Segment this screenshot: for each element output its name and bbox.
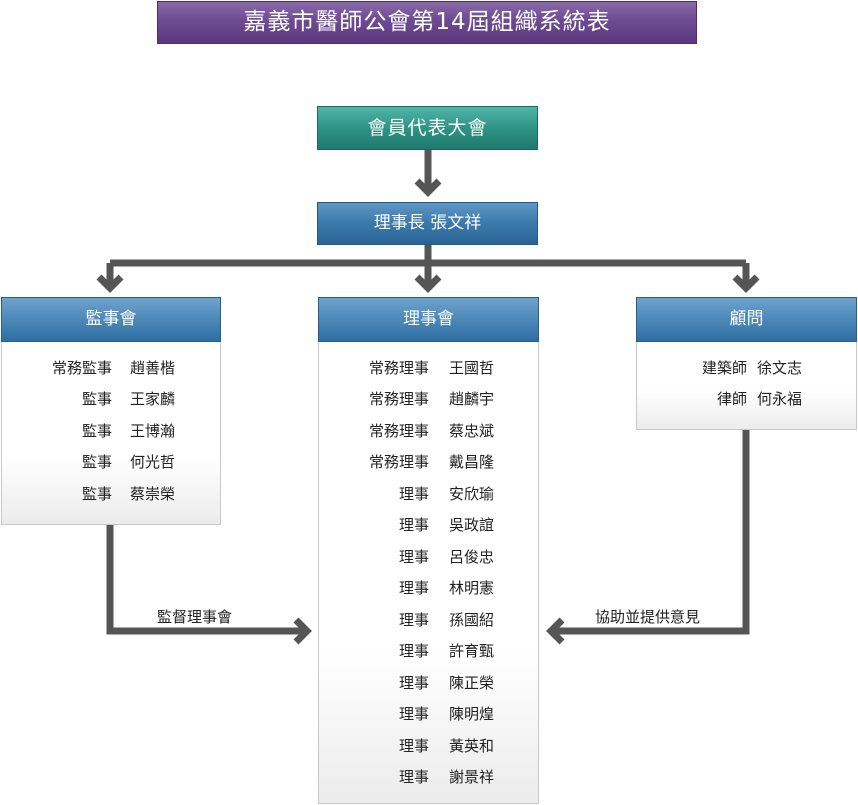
member-role: 理事 xyxy=(398,705,429,723)
member-name: 呂俊忠 xyxy=(449,548,495,566)
list-item: 理事 陳正榮 xyxy=(319,673,538,693)
member-role: 律師 xyxy=(716,390,747,408)
arrowhead-assembly-to-chairman xyxy=(414,178,442,197)
member-name: 陳正榮 xyxy=(449,674,495,692)
member-role: 理事 xyxy=(398,674,429,692)
list-item: 監事 蔡崇榮 xyxy=(2,484,220,504)
member-role: 常務理事 xyxy=(368,453,429,471)
member-name: 安欣瑜 xyxy=(449,485,495,503)
list-item: 常務理事 趙麟宇 xyxy=(319,389,538,409)
list-item: 監事 王家麟 xyxy=(2,389,220,409)
member-name: 林明憲 xyxy=(449,579,495,597)
member-name: 黃英和 xyxy=(449,737,495,755)
supervisors-panel: 監事會 常務監事 趙善楷 監事 王家麟 監事 王博瀚 監事 何光哲 監事 蔡崇榮 xyxy=(1,297,221,525)
arrowhead-assist xyxy=(546,617,565,645)
list-item: 建築師 徐文志 xyxy=(637,358,856,378)
chart-title: 嘉義市醫師公會第14屆組織系統表 xyxy=(157,1,697,44)
member-name: 趙善楷 xyxy=(130,359,176,377)
member-role: 監事 xyxy=(81,422,112,440)
list-item: 常務理事 王國哲 xyxy=(319,358,538,378)
list-item: 監事 王博瀚 xyxy=(2,421,220,441)
chairman-box: 理事長 張文祥 xyxy=(317,202,538,245)
member-role: 建築師 xyxy=(701,359,747,377)
arrowhead-to-advisors xyxy=(732,274,760,293)
list-item: 常務監事 趙善楷 xyxy=(2,358,220,378)
member-name: 孫國紹 xyxy=(449,611,495,629)
list-item: 理事 陳明煌 xyxy=(319,704,538,724)
member-name: 王國哲 xyxy=(449,359,495,377)
member-name: 蔡忠斌 xyxy=(449,422,495,440)
member-role: 監事 xyxy=(81,453,112,471)
member-name: 陳明煌 xyxy=(449,705,495,723)
member-name: 吳政誼 xyxy=(449,516,495,534)
list-item: 監事 何光哲 xyxy=(2,452,220,472)
member-name: 何永福 xyxy=(757,390,803,408)
list-item: 理事 許育甄 xyxy=(319,641,538,661)
arrowhead-chairman-to-directors xyxy=(414,274,442,293)
member-role: 監事 xyxy=(81,485,112,503)
member-role: 理事 xyxy=(398,642,429,660)
member-name: 許育甄 xyxy=(449,642,495,660)
list-item: 理事 吳政誼 xyxy=(319,515,538,535)
arrowhead-supervise xyxy=(293,617,312,645)
member-role: 常務理事 xyxy=(368,390,429,408)
member-name: 王博瀚 xyxy=(130,422,176,440)
member-name: 趙麟宇 xyxy=(449,390,495,408)
member-role: 理事 xyxy=(398,611,429,629)
arrowhead-to-supervisors xyxy=(96,274,124,293)
arrow-assist xyxy=(552,430,750,635)
member-role: 理事 xyxy=(398,516,429,534)
list-item: 理事 安欣瑜 xyxy=(319,484,538,504)
member-role: 理事 xyxy=(398,548,429,566)
member-name: 戴昌隆 xyxy=(449,453,495,471)
member-role: 理事 xyxy=(398,737,429,755)
arrow-supervise xyxy=(106,525,306,635)
list-item: 理事 孫國紹 xyxy=(319,610,538,630)
member-name: 何光哲 xyxy=(130,453,176,471)
member-role: 常務理事 xyxy=(368,422,429,440)
member-role: 理事 xyxy=(398,579,429,597)
member-role: 理事 xyxy=(398,485,429,503)
member-role: 監事 xyxy=(81,390,112,408)
advisors-header: 顧問 xyxy=(636,297,857,342)
list-item: 律師 何永福 xyxy=(637,389,856,409)
directors-header: 理事會 xyxy=(318,297,539,342)
assembly-box: 會員代表大會 xyxy=(317,106,538,150)
assist-label: 協助並提供意見 xyxy=(595,608,701,626)
list-item: 理事 呂俊忠 xyxy=(319,547,538,567)
directors-panel: 理事會 常務理事 王國哲 常務理事 趙麟宇 常務理事 蔡忠斌 常務理事 戴昌隆 … xyxy=(318,297,539,804)
list-item: 理事 黃英和 xyxy=(319,736,538,756)
member-role: 常務理事 xyxy=(368,359,429,377)
member-name: 謝景祥 xyxy=(449,768,495,786)
list-item: 理事 謝景祥 xyxy=(319,767,538,787)
list-item: 理事 林明憲 xyxy=(319,578,538,598)
member-name: 王家麟 xyxy=(130,390,176,408)
supervise-label: 監督理事會 xyxy=(157,608,233,626)
member-name: 蔡崇榮 xyxy=(130,485,176,503)
advisors-panel: 顧問 建築師 徐文志 律師 何永福 xyxy=(636,297,857,430)
member-role: 常務監事 xyxy=(51,359,112,377)
supervisors-header: 監事會 xyxy=(1,297,221,342)
member-role: 理事 xyxy=(398,768,429,786)
list-item: 常務理事 蔡忠斌 xyxy=(319,421,538,441)
member-name: 徐文志 xyxy=(757,359,803,377)
list-item: 常務理事 戴昌隆 xyxy=(319,452,538,472)
